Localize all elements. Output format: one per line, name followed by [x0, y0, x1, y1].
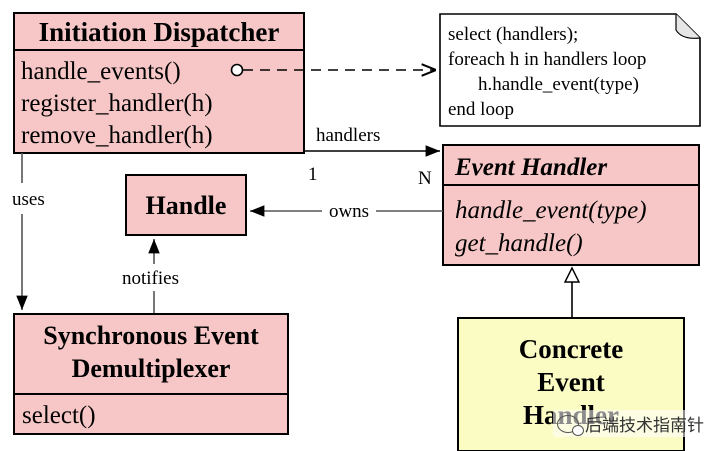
demultiplexer-method-select: select(): [22, 402, 96, 429]
note-line-4: end loop: [448, 99, 514, 120]
notifies-label: notifies: [122, 268, 179, 289]
demultiplexer-class: Synchronous Event Demultiplexer select(): [13, 313, 289, 435]
wechat-icon: [557, 414, 584, 436]
demultiplexer-title-line-2: Demultiplexer: [72, 354, 231, 383]
handle-box: [125, 174, 247, 236]
note-line-2: foreach h in handlers loop: [448, 49, 646, 70]
note-line-3: h.handle_event(type): [478, 74, 639, 95]
dispatcher-title: Initiation Dispatcher: [39, 17, 280, 47]
watermark: 后端技术指南针: [553, 410, 708, 437]
handle-title: Handle: [146, 191, 227, 220]
concrete-line-2: Event: [537, 367, 605, 397]
uses-label: uses: [12, 189, 45, 210]
multiplicity-n: N: [418, 168, 432, 189]
dispatcher-method-register-handler: register_handler(h): [21, 90, 213, 117]
dispatcher-method-remove-handler: remove_handler(h): [21, 122, 213, 149]
note-line-1: select (handlers);: [448, 24, 578, 45]
note-box: [439, 13, 701, 127]
demultiplexer-title-line-1: Synchronous Event: [43, 321, 259, 350]
inheritance-triangle-icon: [563, 266, 581, 283]
handle-class: Handle: [125, 174, 247, 236]
code-note: select (handlers); foreach h in handlers…: [439, 13, 701, 127]
concrete-line-1: Concrete: [519, 334, 623, 364]
owns-label: owns: [329, 201, 369, 222]
handlers-label: handlers: [316, 125, 380, 146]
event-handler-method-handle-event: handle_event(type): [455, 197, 647, 224]
dispatcher-box: [13, 12, 305, 154]
event-handler-box: [442, 144, 700, 266]
event-handler-method-get-handle: get_handle(): [455, 230, 583, 257]
dispatcher-method-handle-events: handle_events(): [21, 58, 181, 85]
demultiplexer-box: [13, 313, 289, 435]
multiplicity-one: 1: [308, 164, 318, 185]
event-handler-class: Event Handler handle_event(type) get_han…: [442, 144, 700, 266]
event-handler-title: Event Handler: [454, 154, 607, 181]
note-anchor-circle: [230, 63, 244, 77]
watermark-text: 后端技术指南针: [585, 416, 704, 436]
note-dog-ear-icon: [675, 14, 701, 39]
initiation-dispatcher-class: Initiation Dispatcher handle_events() re…: [13, 12, 305, 154]
